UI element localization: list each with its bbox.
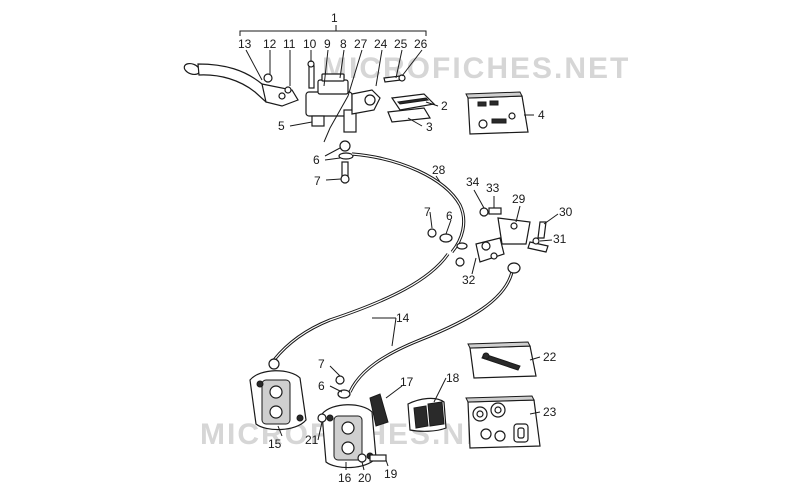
banjo-bolt-bottom-head [335, 375, 345, 385]
callout-20: 20 [358, 471, 372, 485]
banjo-fitting-mid [439, 233, 453, 243]
callout-14: 14 [396, 311, 410, 325]
bleed-fitting-left [268, 358, 280, 370]
banjo-washer-mid [456, 242, 468, 250]
callout-28: 28 [432, 163, 446, 177]
callout-23: 23 [543, 405, 557, 419]
callout-12: 12 [263, 37, 277, 51]
pivot-nut [284, 86, 292, 94]
hose-end-fitting [507, 262, 521, 274]
callout-31: 31 [553, 232, 567, 246]
watermark-top: MICROFICHES.NET [322, 52, 630, 85]
callout-5: 5 [278, 119, 285, 133]
callout-33: 33 [486, 181, 500, 195]
pivot-washer [263, 73, 273, 83]
callout-26: 26 [414, 37, 428, 51]
pad-pin-17 [369, 393, 389, 427]
splitter-union [455, 257, 465, 267]
brake-lever [183, 62, 299, 107]
nut-31 [532, 237, 540, 245]
banjo-washer-top [339, 140, 351, 152]
brake-caliper-left [249, 370, 307, 431]
hose-splitter [475, 237, 505, 263]
callout-6-mid: 6 [446, 209, 453, 223]
master-cylinder [305, 73, 381, 133]
kit-box-23 [465, 395, 541, 449]
callout-3: 3 [426, 120, 433, 134]
callout-30: 30 [559, 205, 573, 219]
callout-15: 15 [268, 437, 282, 451]
callout-2: 2 [441, 99, 448, 113]
brake-caliper-right [321, 404, 377, 469]
callout-18: 18 [446, 371, 460, 385]
assembly-bracket [239, 25, 427, 36]
splitter-bracket [497, 217, 531, 245]
callout-11: 11 [283, 37, 296, 51]
banjo-bolt-mid-head [427, 228, 437, 238]
clamp-bolt-head [398, 74, 406, 82]
switch-clip [387, 107, 431, 123]
callout-8: 8 [340, 37, 347, 51]
callout-27: 27 [354, 37, 368, 51]
callout-4: 4 [538, 108, 545, 122]
repair-kit-box-4 [465, 91, 529, 135]
callout-25: 25 [394, 37, 408, 51]
callout-21: 21 [305, 433, 319, 447]
washer-20 [357, 453, 367, 463]
banjo-bolt-top-head [340, 174, 350, 184]
callout-24: 24 [374, 37, 388, 51]
callout-6-top: 6 [313, 153, 320, 167]
callout-6-bottom: 6 [318, 379, 325, 393]
brake-hose-14-left [272, 253, 450, 361]
banjo-fitting-top [338, 152, 354, 160]
kit-box-22 [467, 341, 537, 379]
screw-10 [308, 65, 315, 89]
callout-29: 29 [512, 192, 526, 206]
callout-19: 19 [384, 467, 398, 481]
bracket-clip [527, 241, 549, 253]
callout-17: 17 [400, 375, 414, 389]
leader-lines [245, 49, 559, 471]
callout-7-mid: 7 [424, 205, 431, 219]
callout-32: 32 [462, 273, 476, 287]
callout-10: 10 [303, 37, 317, 51]
callout-22: 22 [543, 350, 557, 364]
callout-13: 13 [238, 37, 252, 51]
callout-7-bottom: 7 [318, 357, 325, 371]
bolt-19 [369, 454, 387, 462]
washer-34 [479, 207, 489, 217]
bolt-33 [488, 207, 502, 215]
callout-34: 34 [466, 175, 480, 189]
callout-1: 1 [331, 11, 338, 25]
callout-16: 16 [338, 471, 352, 485]
washer-21 [317, 413, 327, 423]
callout-9: 9 [324, 37, 331, 51]
bolt-30 [537, 221, 547, 239]
banjo-bolt-top [341, 161, 349, 177]
callout-7-top: 7 [314, 174, 321, 188]
